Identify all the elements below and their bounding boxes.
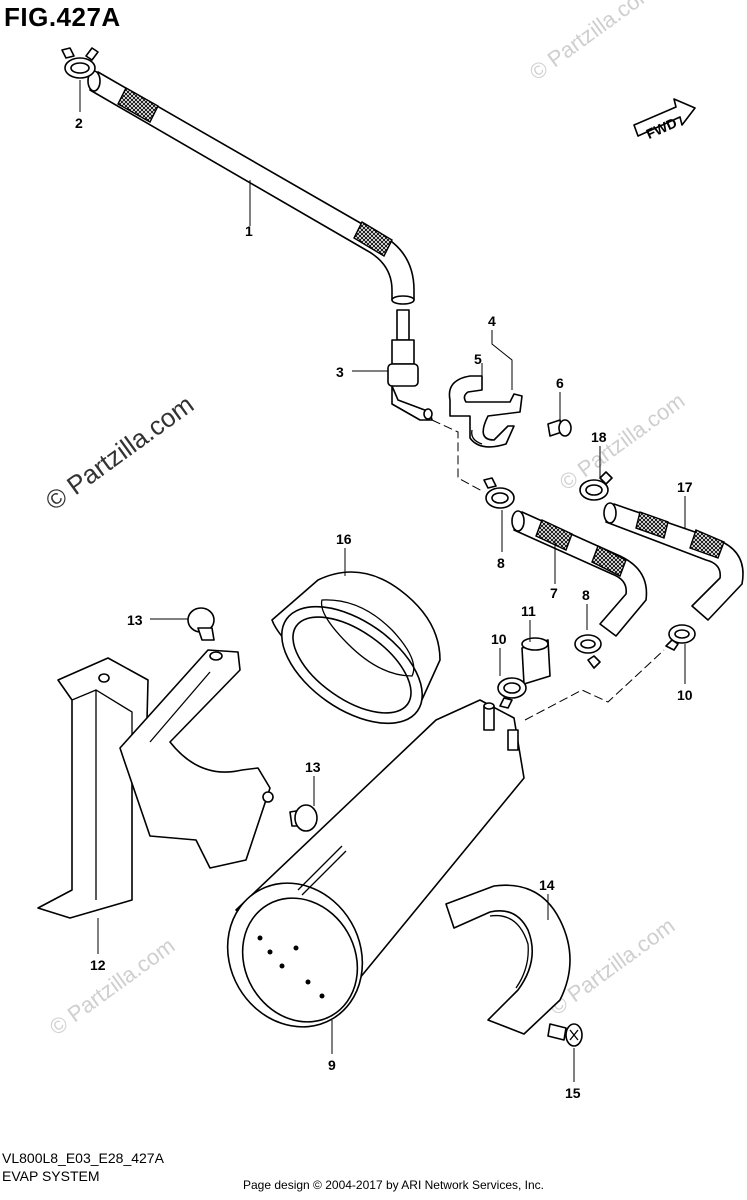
callout-17: 17 (677, 479, 693, 495)
callout-1: 1 (245, 223, 253, 239)
hose-part-11 (521, 637, 551, 685)
screw-part-13-lower (289, 804, 318, 832)
clamp-part-8-lower (574, 634, 602, 669)
bolt-part-6 (547, 419, 572, 437)
callout-11: 11 (521, 603, 536, 619)
callout-16: 16 (336, 531, 352, 547)
callout-9: 9 (328, 1057, 336, 1073)
callout-4: 4 (488, 313, 496, 329)
figure-code: VL800L8_E03_E28_427A (2, 1150, 164, 1166)
callout-3: 3 (336, 364, 344, 380)
callout-8-lower: 8 (582, 587, 590, 603)
callout-14: 14 (539, 877, 555, 893)
canister-part-9 (226, 699, 525, 1028)
callout-12: 12 (90, 957, 106, 973)
callout-8-upper: 8 (497, 555, 505, 571)
callout-13-lower: 13 (305, 759, 321, 775)
clamp-part-2 (61, 47, 99, 79)
sleeve-part-16 (271, 571, 441, 725)
callout-5: 5 (474, 351, 482, 367)
callout-10-right: 10 (677, 687, 693, 703)
screw-part-13-upper (187, 607, 215, 641)
clip-part-14 (445, 884, 571, 1035)
figure-title: FIG.427A (4, 2, 121, 32)
copyright-notice: Page design © 2004-2017 by ARI Network S… (243, 1178, 545, 1192)
clamp-part-10-right (665, 624, 696, 651)
bracket-part-12 (37, 657, 149, 919)
clamp-part-10-left (497, 677, 527, 709)
fwd-arrow-icon: FWD (633, 98, 696, 142)
fitting-part-3 (387, 309, 433, 421)
callout-2: 2 (75, 115, 83, 131)
holder-bracket (119, 649, 274, 869)
callout-15: 15 (565, 1085, 581, 1101)
hose-part-1 (87, 70, 415, 305)
callout-13-upper: 13 (127, 612, 143, 628)
hose-part-17 (603, 502, 744, 621)
callout-10-left: 10 (491, 631, 507, 647)
screw-part-15 (547, 1023, 583, 1047)
clamp-part-8-upper (483, 477, 515, 509)
callout-18: 18 (591, 429, 607, 445)
bracket-part-4-5 (448, 375, 523, 448)
clamp-part-18 (579, 471, 613, 501)
figure-name: EVAP SYSTEM (2, 1168, 100, 1184)
callout-6: 6 (556, 375, 564, 391)
callout-7: 7 (550, 585, 558, 601)
hose-part-7 (511, 510, 648, 637)
